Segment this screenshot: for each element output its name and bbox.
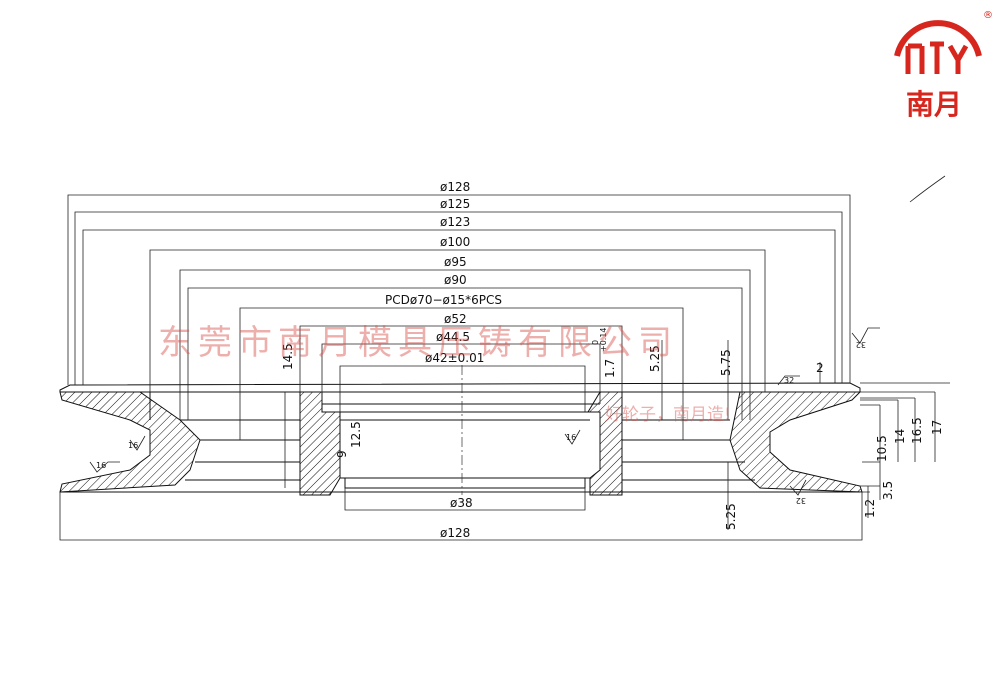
right-dimensions: 2 10.5 14 16.5 17 1.2 3.5 [816,361,950,518]
dim-d123: ø123 [440,215,470,229]
roughness-16-c: 16 [566,433,576,442]
dim-d42: ø42±0.01 [425,351,484,365]
dim-2: 2 [816,361,824,375]
dim-5-75: 5.75 [719,349,733,376]
logo-arc [894,20,982,57]
roughness-32-a: 32 [856,340,866,349]
interior-outlines [60,392,860,493]
right-section [729,391,863,493]
dim-5-25-top: 5.25 [648,345,662,372]
dim-d95: ø95 [444,255,467,269]
dim-d100: ø100 [440,235,470,249]
dim-d44-5: ø44.5 [436,330,470,344]
roughness-32-b: 32 [784,376,794,385]
arc-stroke [909,175,946,203]
dim-17: 17 [930,420,944,435]
dim-14-5: 14.5 [281,343,295,370]
dim-16-5: 16.5 [910,417,924,444]
logo-registered: ® [983,10,993,21]
dim-d128-bottom: ø128 [440,526,470,540]
watermark-slogan: 好轮子，南月造! [605,405,731,425]
roughness-symbols: 32 32 32 16 16 16 [89,327,880,505]
left-section [59,391,201,493]
dim-pcd: PCDø70−ø15*6PCS [385,293,502,307]
top-dimensions: ø128 ø125 ø123 ø100 ø95 ø90 PCDø70−ø15*6… [67,180,851,440]
dim-3-5: 3.5 [881,481,895,500]
dim-tol-lower: 0 [591,340,600,345]
dim-d125: ø125 [440,197,470,211]
dim-tol-upper: +0.14 [599,327,608,352]
dim-10-5: 10.5 [875,435,889,462]
dim-1-7: 1.7 [603,359,617,378]
roughness-16-a: 16 [128,441,138,450]
roughness-16-b: 16 [96,461,106,470]
dim-12-5: 12.5 [349,421,363,448]
dim-5-25-bottom: 5.25 [724,503,738,530]
dim-d128-top: ø128 [440,180,470,194]
dim-d52: ø52 [444,312,467,326]
logo-text: 南月 [906,88,962,121]
dim-1-2: 1.2 [863,499,877,518]
vertical-dimensions: 14.5 9 12.5 1.7 +0.14 0 5.25 5.75 5.25 [281,327,738,530]
company-logo: ® 南月 [894,10,993,121]
left-hub-section [299,391,341,496]
dim-d90: ø90 [444,273,467,287]
dim-14: 14 [893,429,907,444]
bottom-dimensions: ø38 ø128 [59,488,863,541]
dim-d38: ø38 [450,496,473,510]
watermark-company: 东莞市南月模具压铸有限公司 [158,323,678,363]
roughness-32-c: 32 [796,496,806,505]
logo-mark [905,41,969,74]
dim-9: 9 [335,450,349,458]
